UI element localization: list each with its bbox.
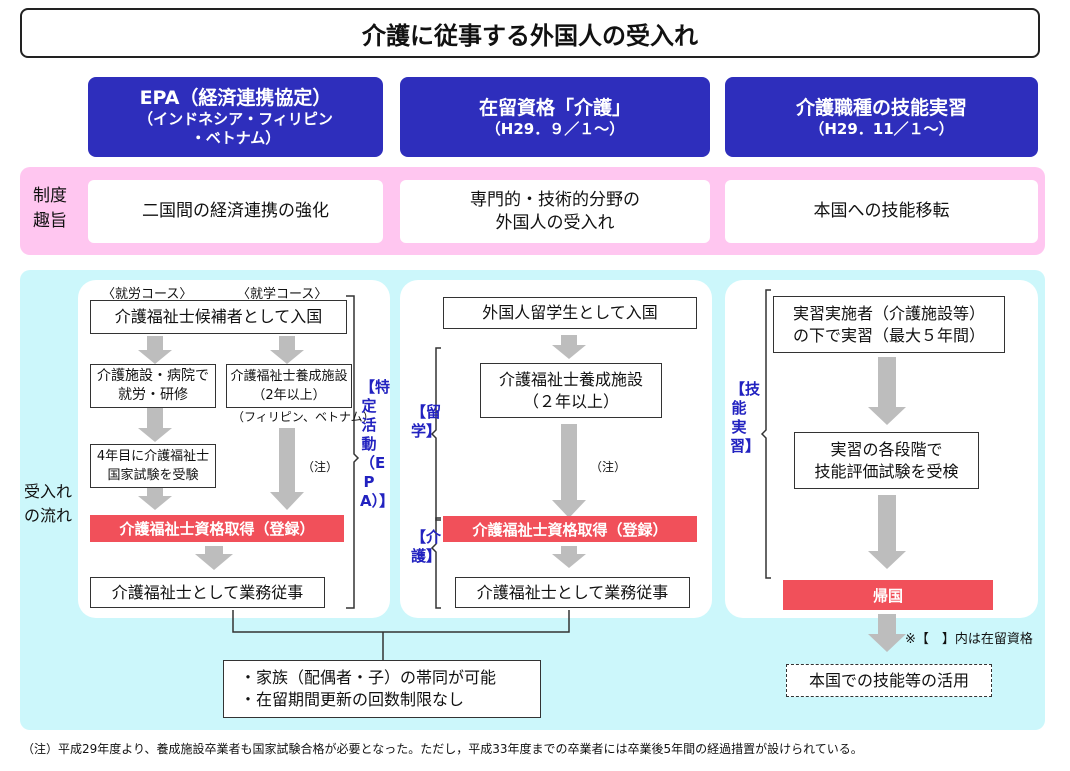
kaigo-qualification: 介護福祉士資格取得（登録） — [443, 516, 697, 542]
gino-eval-line2: 技能評価試験を受検 — [814, 461, 959, 481]
header-epa-countries-2: ・ベトナム） — [190, 129, 281, 147]
epa-exam: 4年目に介護福祉士 国家試験を受験 — [90, 444, 216, 488]
kaigo-status-study: 【留学】 — [411, 403, 442, 440]
header-gino-title: 介護職種の技能実習 — [795, 96, 967, 119]
purpose-gino: 本国への技能移転 — [725, 180, 1038, 243]
epa-work-training: 介護施設・病院で 就労・研修 — [90, 364, 216, 408]
epa-job: 介護福祉士として業務従事 — [90, 577, 325, 608]
header-kaigo-title: 在留資格「介護」 — [478, 96, 631, 119]
kaigo-status-care: 【介護】 — [411, 528, 442, 565]
epa-school-countries: （フィリピン、ベトナム） — [232, 410, 375, 424]
epa-exam-line1: 4年目に介護福祉士 — [96, 449, 210, 464]
gino-home-use: 本国での技能等の活用 — [786, 664, 992, 697]
header-kaigo: 在留資格「介護」 （H29．９／１～） — [400, 77, 710, 157]
gino-training-line2: の下で実習（最大５年間） — [792, 325, 985, 345]
flow-label-line2: の流れ — [24, 506, 73, 525]
epa-status-label: 【特定活動（EPA）】 — [360, 378, 395, 510]
gino-status-note: ※【 】内は在留資格 — [905, 632, 1033, 647]
kaigo-training-school: 介護福祉士養成施設 （２年以上） — [480, 363, 662, 418]
epa-training-school: 介護福祉士養成施設 （2年以上） — [226, 364, 352, 408]
epa-candidate-entry: 介護福祉士候補者として入国 — [90, 300, 347, 334]
footnote: （注）平成29年度より、養成施設卒業者も国家試験合格が必要となった。ただし，平成… — [22, 742, 863, 756]
family-conditions: ・家族（配偶者・子）の帯同が可能 ・在留期間更新の回数制限なし — [223, 660, 541, 718]
epa-school-line1: 介護福祉士養成施設 — [230, 369, 348, 384]
flow-label-line1: 受入れ — [24, 482, 73, 501]
kaigo-school-line2: （２年以上） — [522, 391, 619, 411]
epa-work-line2: 就労・研修 — [118, 387, 188, 403]
purpose-label-line2: 趣旨 — [33, 211, 67, 231]
page-title: 介護に従事する外国人の受入れ — [20, 8, 1040, 58]
header-gino-date: （H29．11／１～） — [809, 119, 954, 138]
kaigo-job: 介護福祉士として業務従事 — [455, 577, 690, 608]
kaigo-column — [400, 280, 712, 618]
epa-qualification: 介護福祉士資格取得（登録） — [90, 515, 344, 542]
header-gino: 介護職種の技能実習 （H29．11／１～） — [725, 77, 1038, 157]
epa-course-study: 〈就学コース〉 — [237, 287, 328, 302]
purpose-label: 制度 趣旨 — [24, 184, 76, 240]
gino-return: 帰国 — [783, 580, 993, 610]
gino-training-line1: 実習実施者（介護施設等） — [792, 303, 985, 323]
family-line2: ・在留期間更新の回数制限なし — [240, 690, 465, 709]
purpose-epa: 二国間の経済連携の強化 — [88, 180, 383, 243]
header-epa-title: EPA（経済連携協定） — [139, 87, 332, 109]
kaigo-school-line1: 介護福祉士養成施設 — [498, 369, 643, 389]
purpose-label-line1: 制度 — [33, 186, 67, 206]
flow-label: 受入れ の流れ — [24, 480, 80, 528]
header-kaigo-date: （H29．９／１～） — [485, 119, 625, 138]
epa-work-line1: 介護施設・病院で — [97, 368, 209, 384]
family-line1: ・家族（配偶者・子）の帯同が可能 — [240, 668, 497, 687]
purpose-kaigo-line2: 外国人の受入れ — [495, 212, 615, 233]
header-epa: EPA（経済連携協定） （インドネシア・フィリピン ・ベトナム） — [88, 77, 383, 157]
kaigo-entry: 外国人留学生として入国 — [443, 297, 697, 329]
header-epa-countries: （インドネシア・フィリピン — [138, 110, 333, 128]
epa-school-line2: （2年以上） — [252, 388, 326, 403]
epa-course-work: 〈就労コース〉 — [102, 287, 193, 302]
gino-evaluation: 実習の各段階で 技能評価試験を受検 — [794, 432, 979, 489]
epa-exam-line2: 国家試験を受験 — [107, 468, 199, 483]
epa-note-mark: （注） — [302, 460, 339, 474]
gino-training: 実習実施者（介護施設等） の下で実習（最大５年間） — [773, 296, 1005, 353]
gino-eval-line1: 実習の各段階で — [830, 439, 943, 459]
gino-status-label: 【技能実習】 — [730, 380, 761, 455]
purpose-kaigo: 専門的・技術的分野の 外国人の受入れ — [400, 180, 710, 243]
purpose-kaigo-line1: 専門的・技術的分野の — [470, 189, 640, 210]
kaigo-note-mark: （注） — [590, 460, 627, 474]
